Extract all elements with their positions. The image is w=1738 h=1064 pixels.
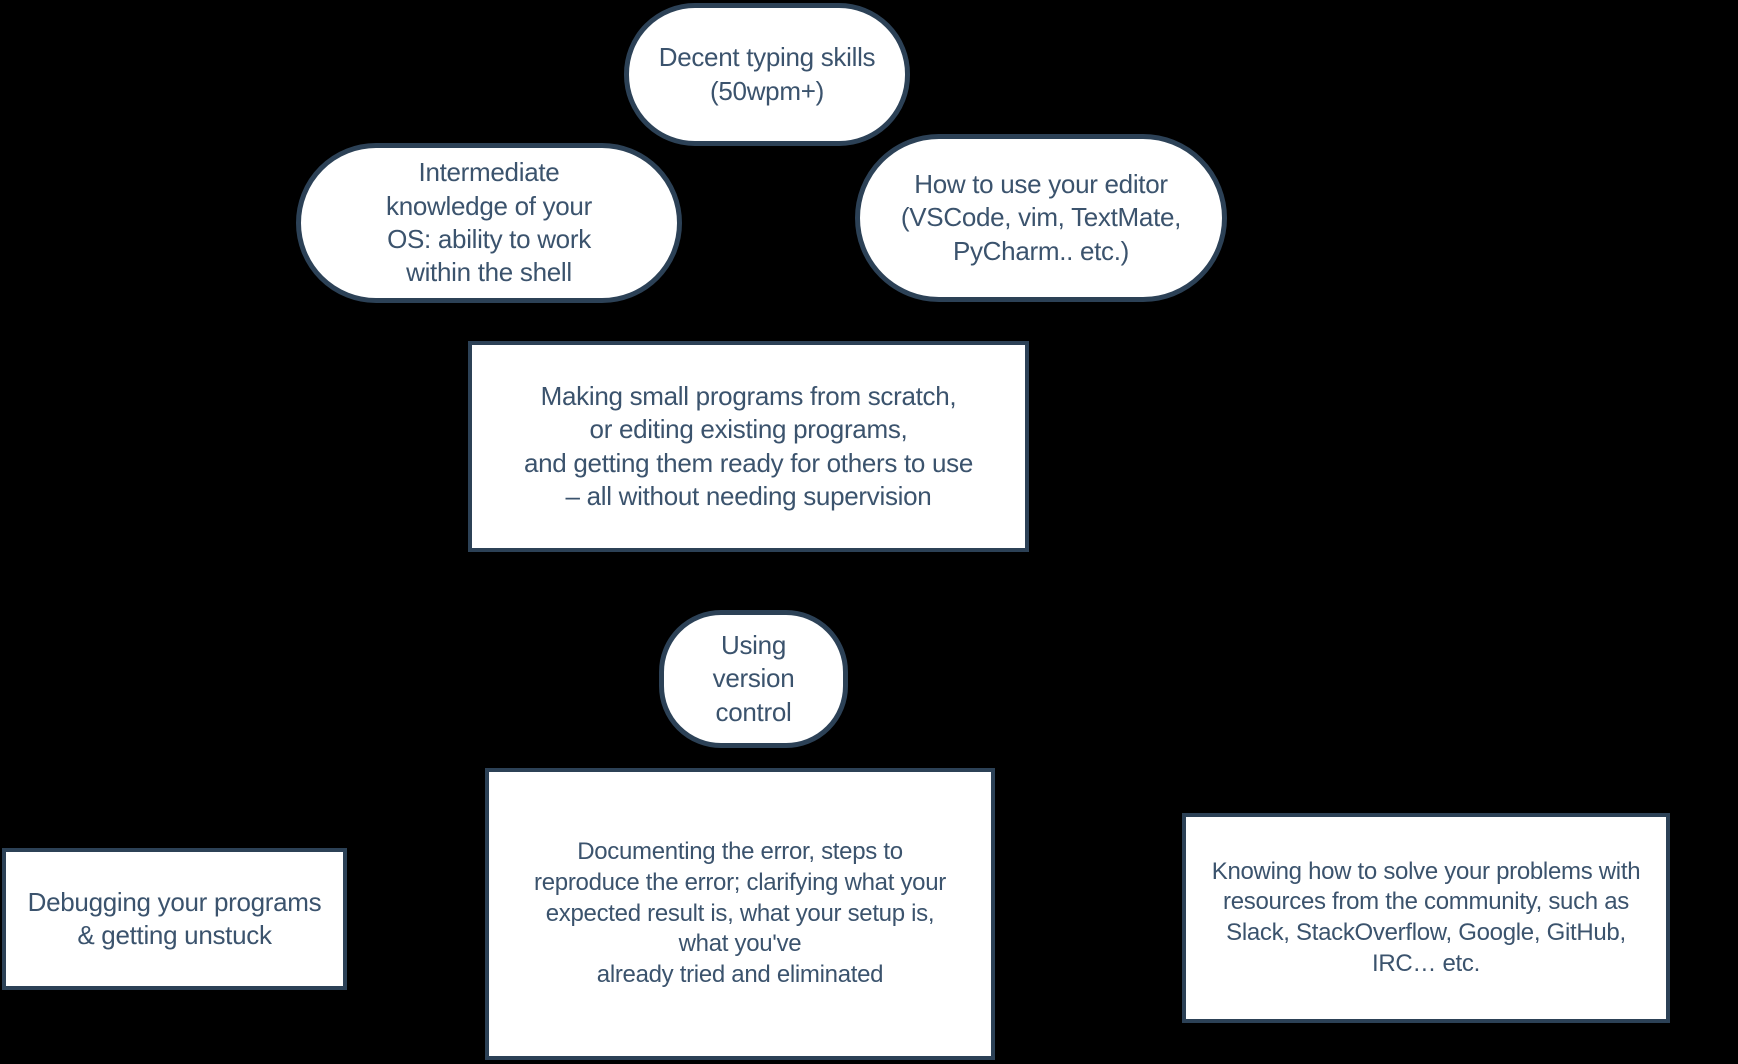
node-label: Intermediate knowledge of your OS: abili… [386, 157, 592, 288]
node-debugging[interactable]: Debugging your programs & getting unstuc… [2, 848, 347, 990]
node-label: How to use your editor (VSCode, vim, Tex… [900, 169, 1182, 266]
node-version-control[interactable]: Using version control [659, 610, 848, 748]
node-community-resources[interactable]: Knowing how to solve your problems with … [1182, 813, 1670, 1023]
node-label: Documenting the error, steps to reproduc… [534, 838, 946, 989]
node-label: Knowing how to solve your problems with … [1211, 857, 1641, 977]
node-small-programs[interactable]: Making small programs from scratch, or e… [468, 341, 1029, 552]
node-label: Decent typing skills (50wpm+) [658, 42, 876, 106]
node-editor[interactable]: How to use your editor (VSCode, vim, Tex… [855, 134, 1227, 302]
node-os-knowledge[interactable]: Intermediate knowledge of your OS: abili… [296, 143, 682, 303]
node-label: Making small programs from scratch, or e… [523, 380, 974, 511]
node-typing-skills[interactable]: Decent typing skills (50wpm+) [624, 3, 910, 146]
node-label: Debugging your programs & getting unstuc… [27, 886, 322, 950]
node-label: Using version control [712, 630, 795, 727]
node-documenting-errors[interactable]: Documenting the error, steps to reproduc… [485, 768, 995, 1060]
